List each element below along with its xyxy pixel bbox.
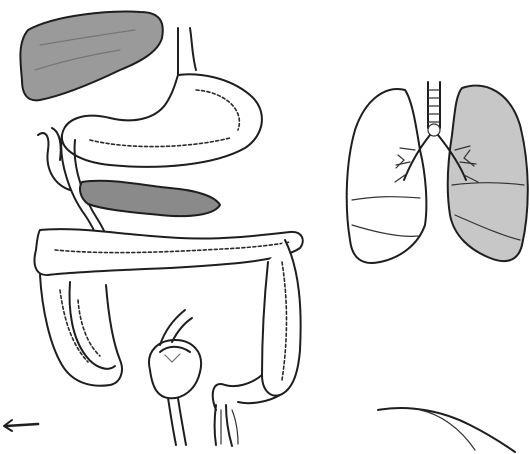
rectum	[215, 405, 239, 446]
pancreas-shape	[80, 181, 220, 216]
liver	[20, 12, 162, 101]
descending-colon	[262, 240, 301, 396]
esophagus	[178, 28, 196, 75]
stomach-shape	[62, 74, 262, 167]
pancreas	[80, 181, 220, 216]
stomach	[62, 74, 262, 167]
transverse-colon	[35, 229, 303, 275]
trachea	[428, 82, 440, 136]
bladder	[149, 310, 201, 445]
bladder-shape	[149, 340, 201, 398]
lungs	[347, 82, 528, 263]
liver-shape	[20, 12, 162, 101]
left-lung	[347, 89, 427, 263]
arrow-left-icon	[4, 420, 38, 431]
right-lung	[448, 86, 528, 261]
curve-line-icon	[378, 408, 515, 452]
